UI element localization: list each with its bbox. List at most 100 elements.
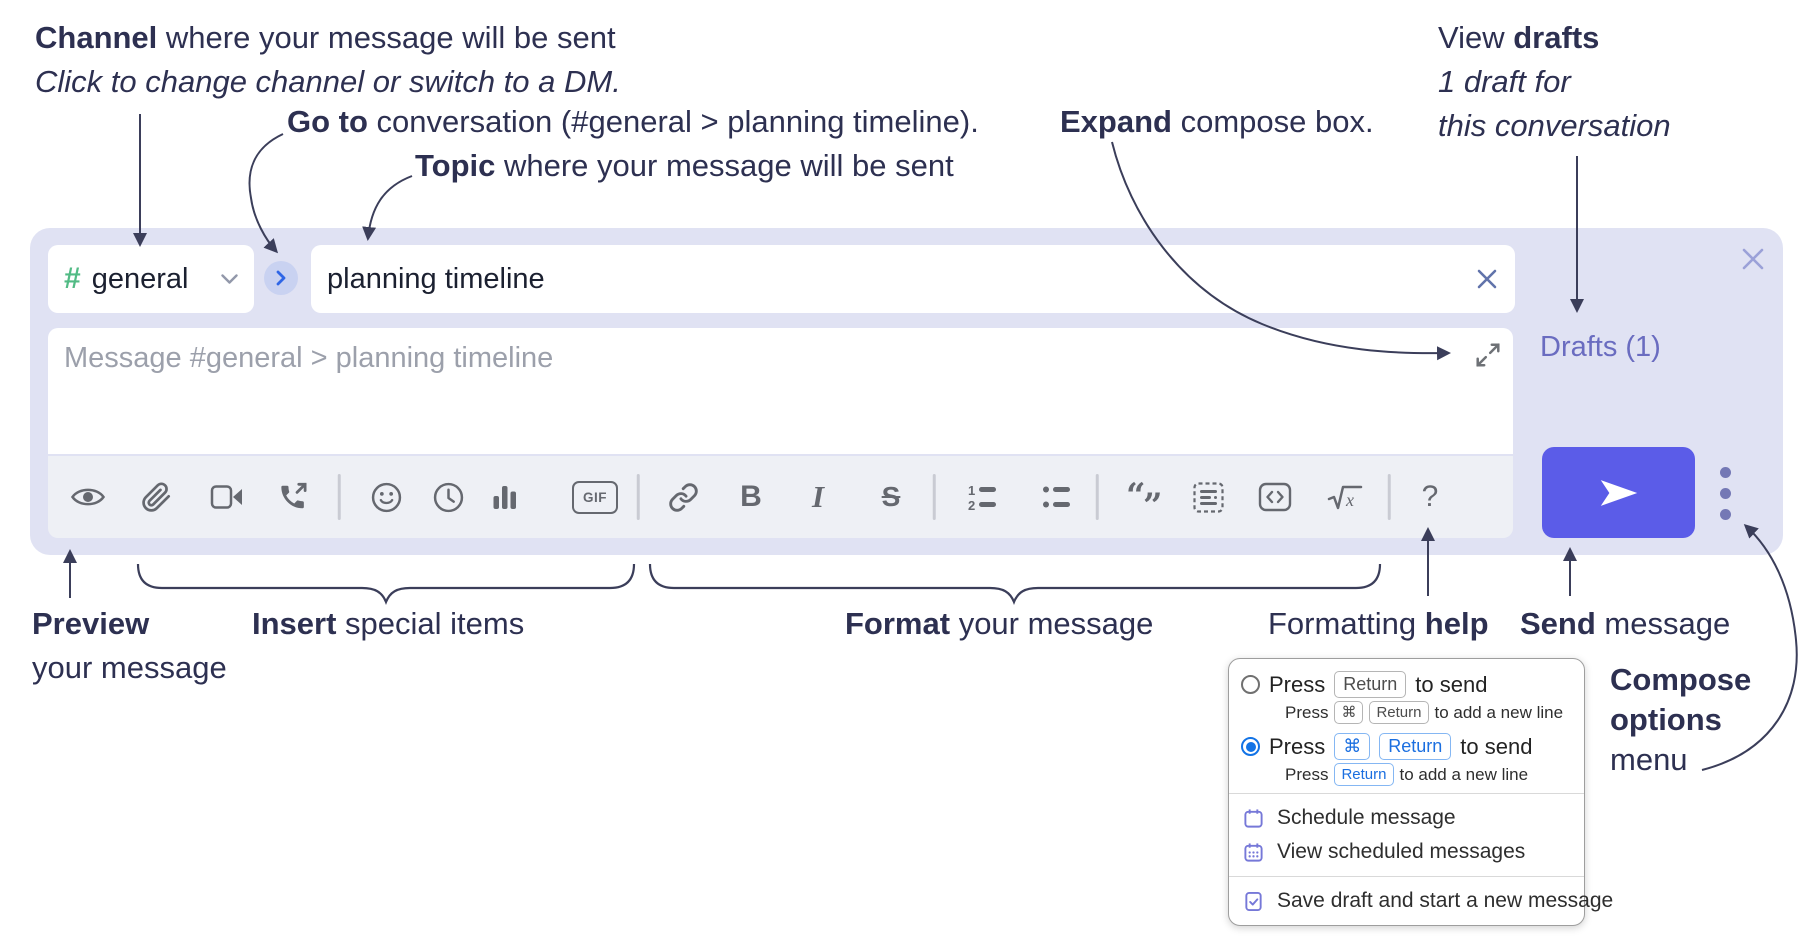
goto-annotation-rest: conversation (#general > planning timeli… bbox=[367, 104, 979, 139]
help-button[interactable]: ? bbox=[1407, 474, 1453, 520]
italic-button[interactable]: I bbox=[795, 474, 841, 520]
send-annotation-rest: message bbox=[1595, 606, 1731, 641]
option1-sub-suffix: to add a new line bbox=[1434, 702, 1564, 722]
expand-annotation: Expand compose box. bbox=[1060, 100, 1374, 144]
bold-button[interactable]: B bbox=[728, 474, 774, 520]
compose-options-line2: options bbox=[1610, 702, 1722, 737]
audio-call-button[interactable] bbox=[270, 474, 316, 520]
channel-hash-icon: # bbox=[64, 262, 81, 295]
channel-annotation: Channel where your message will be sent … bbox=[35, 16, 621, 104]
return-key: Return bbox=[1334, 763, 1394, 786]
italic-icon: I bbox=[811, 479, 825, 514]
preview-annotation: Preview your message bbox=[32, 602, 227, 690]
view-drafts-line2: 1 draft for bbox=[1438, 64, 1571, 99]
bar-chart-icon bbox=[493, 485, 516, 509]
channel-name: general bbox=[91, 262, 189, 295]
ellipsis-dot bbox=[1719, 466, 1731, 478]
option1-sub-press: Press bbox=[1285, 702, 1329, 722]
send-annotation: Send message bbox=[1520, 602, 1730, 646]
topic-input[interactable] bbox=[311, 262, 1467, 296]
strikethrough-icon: S bbox=[881, 481, 901, 512]
link-icon bbox=[668, 482, 698, 512]
menu-item-label: Save draft and start a new message bbox=[1277, 889, 1614, 912]
spoiler-icon bbox=[1192, 481, 1224, 513]
preview-button[interactable] bbox=[65, 474, 111, 520]
save-draft-icon bbox=[1245, 891, 1262, 911]
link-button[interactable] bbox=[660, 474, 706, 520]
send-option-return[interactable]: Press Return to send Press ⌘ Return to a… bbox=[1229, 668, 1584, 724]
bold-icon: B bbox=[740, 480, 762, 513]
gif-icon: GIF bbox=[572, 480, 618, 514]
quote-button[interactable]: “” bbox=[1122, 474, 1168, 526]
radio-unselected[interactable] bbox=[1241, 675, 1260, 694]
option1-suffix: to send bbox=[1415, 671, 1488, 697]
popup-divider bbox=[1229, 876, 1584, 877]
format-annotation: Format your message bbox=[845, 602, 1153, 646]
compose-options-line3: menu bbox=[1610, 742, 1688, 777]
toolbar-divider bbox=[932, 474, 936, 520]
emoji-button[interactable] bbox=[363, 474, 409, 520]
compose-options-line1: Compose bbox=[1610, 662, 1752, 697]
radio-selected[interactable] bbox=[1241, 737, 1260, 756]
attach-file-button[interactable] bbox=[133, 474, 179, 520]
return-key: Return bbox=[1369, 701, 1429, 724]
format-brace bbox=[648, 563, 1382, 605]
code-icon bbox=[1258, 482, 1292, 512]
channel-annotation-rest: where your message will be sent bbox=[157, 20, 616, 55]
bulleted-list-button[interactable] bbox=[1033, 474, 1079, 520]
video-call-button[interactable] bbox=[204, 474, 250, 520]
compose-box: # general bbox=[30, 228, 1783, 555]
menu-item-schedule-message[interactable]: Schedule message bbox=[1229, 801, 1584, 835]
return-key: Return bbox=[1334, 671, 1407, 698]
message-input[interactable] bbox=[48, 328, 1513, 454]
menu-item-save-draft[interactable]: Save draft and start a new message bbox=[1229, 884, 1613, 918]
phone-outgoing-icon bbox=[281, 482, 307, 509]
calendar-icon bbox=[1244, 808, 1263, 828]
cmd-key: ⌘ bbox=[1334, 701, 1364, 724]
time-button[interactable] bbox=[425, 474, 471, 520]
view-drafts-pre: View bbox=[1438, 20, 1514, 55]
drafts-link[interactable]: Drafts (1) bbox=[1540, 331, 1661, 363]
goto-conversation-button[interactable] bbox=[264, 261, 298, 295]
spoiler-button[interactable] bbox=[1185, 474, 1231, 520]
numbered-list-icon: 12 bbox=[968, 483, 996, 513]
paperclip-icon bbox=[141, 481, 170, 512]
question-mark-icon: ? bbox=[1421, 480, 1439, 513]
return-key: Return bbox=[1379, 733, 1452, 760]
strikethrough-button[interactable]: S bbox=[868, 474, 914, 520]
poll-button[interactable] bbox=[481, 474, 527, 520]
compose-options-button[interactable] bbox=[1706, 450, 1744, 536]
topic-annotation-bold: Topic bbox=[415, 148, 496, 183]
goto-annotation: Go to conversation (#general > planning … bbox=[287, 100, 979, 144]
toolbar-divider bbox=[1095, 474, 1099, 520]
math-button[interactable]: x bbox=[1322, 474, 1368, 520]
compose-options-menu: Press Return to send Press ⌘ Return to a… bbox=[1228, 658, 1613, 926]
svg-text:x: x bbox=[1345, 490, 1354, 510]
send-annotation-bold: Send bbox=[1520, 606, 1596, 641]
chevron-down-icon bbox=[221, 273, 238, 285]
goto-annotation-bold: Go to bbox=[287, 104, 368, 139]
formatting-help-pre: Formatting bbox=[1268, 606, 1425, 641]
chevron-right-icon bbox=[276, 270, 286, 286]
ellipsis-dot bbox=[1719, 487, 1731, 499]
view-drafts-line3: this conversation bbox=[1438, 108, 1671, 143]
gif-button[interactable]: GIF bbox=[572, 474, 618, 520]
menu-item-view-scheduled[interactable]: View scheduled messages bbox=[1229, 835, 1584, 869]
video-camera-icon bbox=[210, 485, 242, 509]
menu-item-label: Schedule message bbox=[1277, 806, 1456, 829]
expand-compose-icon[interactable] bbox=[1473, 340, 1503, 370]
clear-topic-icon[interactable] bbox=[1467, 259, 1507, 299]
code-button[interactable] bbox=[1252, 474, 1298, 520]
send-button[interactable] bbox=[1542, 447, 1695, 538]
toolbar-divider bbox=[636, 474, 640, 520]
quote-icon: “” bbox=[1126, 476, 1163, 526]
svg-text:1: 1 bbox=[968, 483, 975, 498]
send-option-cmd-return[interactable]: Press ⌘ Return to send Press Return to a… bbox=[1229, 730, 1584, 786]
close-compose-icon[interactable] bbox=[1735, 241, 1771, 277]
channel-selector[interactable]: # general bbox=[48, 245, 254, 313]
formatting-help-annotation: Formatting help bbox=[1268, 602, 1489, 646]
option2-suffix: to send bbox=[1460, 733, 1533, 759]
